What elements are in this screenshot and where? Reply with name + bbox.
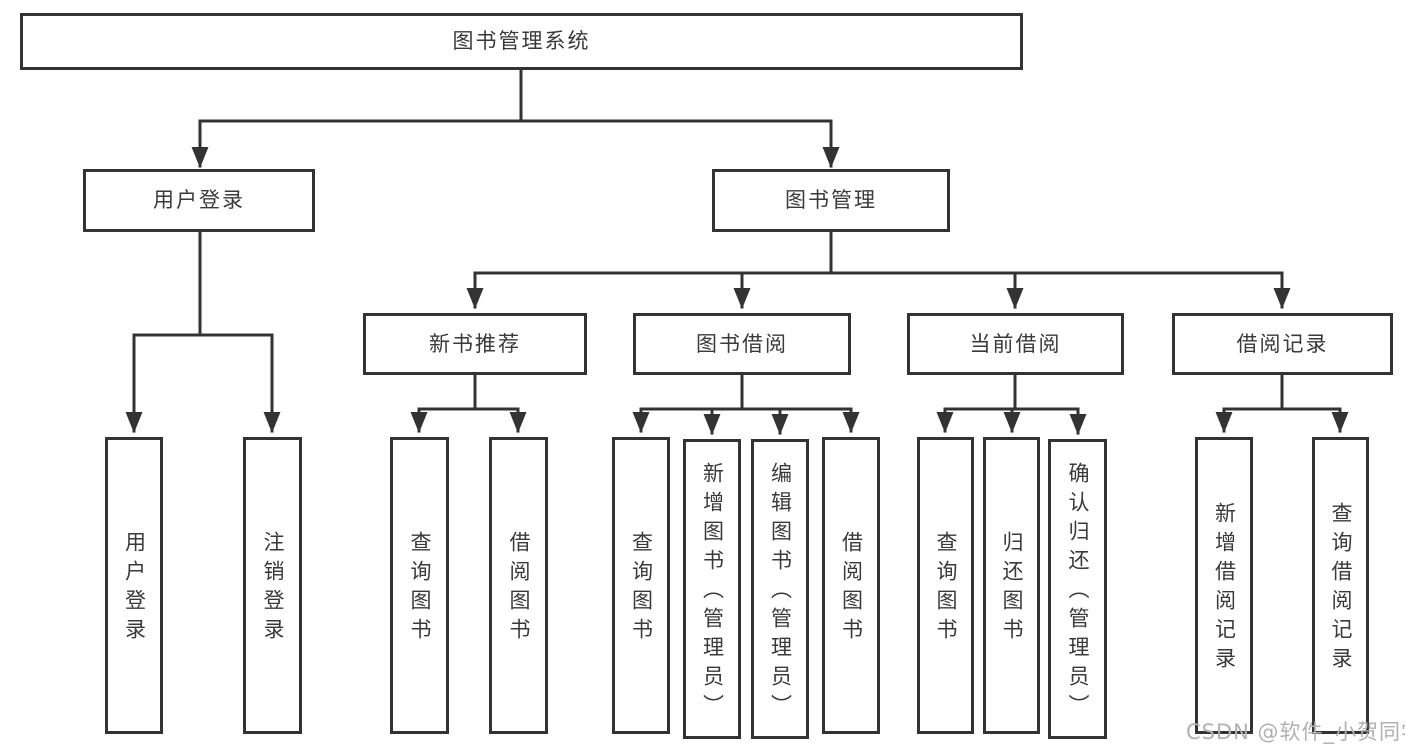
leaf-borrowing-query-books: 查询图书: [612, 437, 670, 734]
user-login-connectors: [125, 230, 281, 433]
leaf-recommend-query-books: 查询图书: [390, 437, 449, 734]
node-book-management: 图书管理: [712, 169, 950, 232]
borrowing-records-connectors: [1215, 373, 1349, 433]
node-borrowing-records: 借阅记录: [1172, 313, 1393, 375]
leaf-query-borrow-record: 查询借阅记录: [1312, 437, 1369, 734]
leaf-edit-books-admin: 编辑图书（管理员）: [751, 439, 809, 739]
node-root-system: 图书管理系统: [20, 13, 1023, 70]
leaf-add-books-admin: 新增图书（管理员）: [683, 439, 741, 739]
new-book-recommend-connectors: [410, 373, 527, 433]
leaf-recommend-borrow-books: 借阅图书: [489, 437, 548, 734]
book-borrowing-connectors: [632, 373, 860, 435]
book-management-connectors: [466, 230, 1291, 309]
leaf-current-query-books: 查询图书: [917, 437, 974, 734]
leaf-confirm-return-admin: 确认归还（管理员）: [1048, 439, 1107, 739]
current-borrowing-connectors: [936, 373, 1087, 435]
node-user-login: 用户登录: [83, 169, 315, 232]
node-current-borrowing: 当前借阅: [907, 313, 1124, 375]
leaf-logout: 注销登录: [243, 437, 302, 734]
csdn-watermark: CSDN @软件_小贺同学: [1186, 720, 1405, 744]
leaf-add-borrow-record: 新增借阅记录: [1195, 437, 1253, 734]
leaf-return-books: 归还图书: [983, 437, 1040, 734]
leaf-borrowing-borrow-books: 借阅图书: [822, 437, 880, 734]
node-book-borrowing: 图书借阅: [633, 313, 851, 375]
node-new-book-recommend: 新书推荐: [363, 313, 587, 375]
root-connectors: [191, 68, 840, 168]
leaf-user-login: 用户登录: [105, 437, 163, 734]
